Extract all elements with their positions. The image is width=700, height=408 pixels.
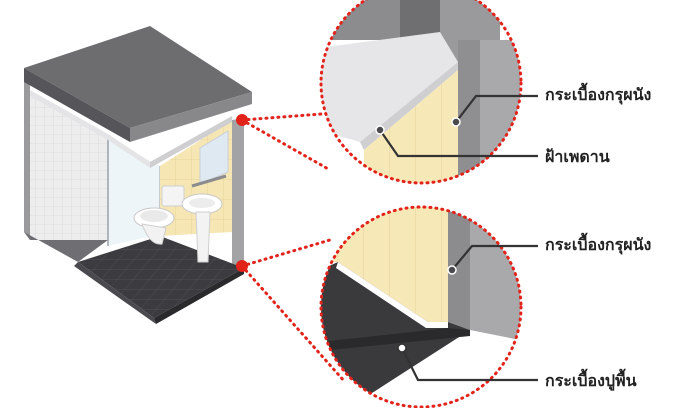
bottom-leaders bbox=[401, 244, 538, 382]
top-zoom-detail bbox=[321, 0, 521, 183]
ceiling-slab bbox=[24, 26, 252, 128]
marker-bottom bbox=[236, 260, 248, 272]
mirror bbox=[199, 130, 229, 185]
label-wall-tile-bottom: กระเบื้องกรุผนัง bbox=[545, 235, 652, 254]
bathroom-model bbox=[24, 26, 252, 324]
sink bbox=[181, 193, 223, 263]
ceiling-board-detail bbox=[321, 32, 458, 142]
marker-top bbox=[236, 114, 248, 126]
wall-tile-detail bbox=[364, 70, 458, 183]
left-white-wall bbox=[30, 95, 108, 240]
label-ceiling: ฝ้าเพดาน bbox=[545, 147, 610, 166]
bottom-zoom-ring bbox=[319, 205, 523, 408]
bottom-zoom-detail bbox=[321, 207, 521, 407]
toilet bbox=[133, 185, 185, 245]
top-leaders bbox=[379, 94, 538, 158]
dark-floor bbox=[78, 236, 244, 318]
label-wall-tile-top: กระเบื้องกรุผนัง bbox=[545, 85, 652, 104]
grey-side-floor bbox=[24, 232, 108, 262]
label-floor-tile: กระเบื้องปูพื้น bbox=[545, 371, 637, 390]
wall-tile-detail-bottom bbox=[330, 207, 448, 322]
top-zoom-ring bbox=[319, 0, 523, 185]
